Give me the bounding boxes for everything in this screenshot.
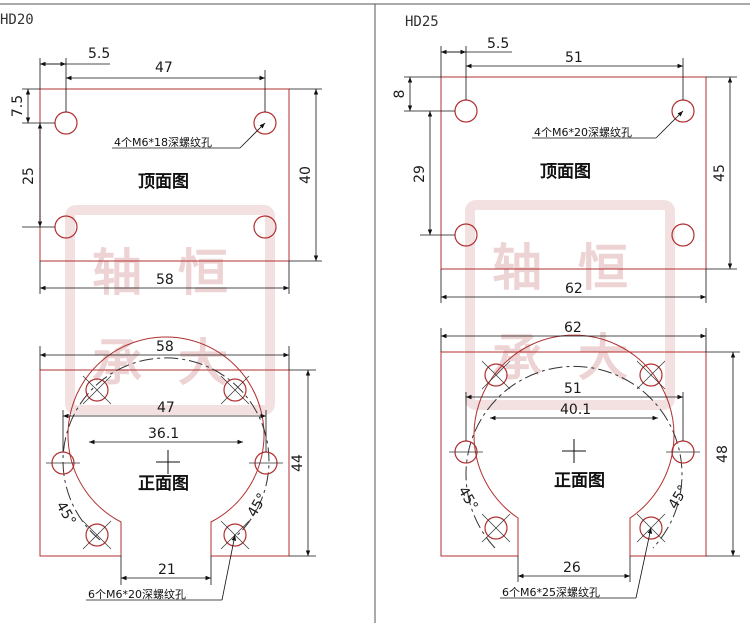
mount-hole <box>253 215 277 239</box>
front-view-label: 正面图 <box>554 471 605 491</box>
top-view-label: 顶面图 <box>138 172 189 192</box>
dim-front-bore: 40.1 <box>560 402 591 418</box>
dim-edge-offset-y: 8 <box>392 90 408 99</box>
dim-hole-spacing-y: 29 <box>412 165 428 183</box>
mount-hole <box>639 516 663 540</box>
mount-hole <box>223 523 247 547</box>
dim-edge-offset: 5.5 <box>487 36 509 52</box>
top-view-label: 顶面图 <box>540 162 591 182</box>
model-title: HD20 <box>0 12 34 28</box>
pitch-circle <box>62 357 270 541</box>
mount-hole <box>85 378 109 402</box>
top-hole-note: 4个M6*20深螺纹孔 <box>534 125 632 139</box>
dim-angle-left: 45° <box>455 484 481 514</box>
dim-front-height: 44 <box>290 454 306 472</box>
mount-hole <box>85 523 109 547</box>
dim-front-slot: 26 <box>563 560 581 576</box>
mount-hole <box>484 516 508 540</box>
dim-angle-right: 45° <box>666 482 692 512</box>
dim-edge-offset: 5.5 <box>88 46 110 62</box>
front-view-label: 正面图 <box>138 474 189 494</box>
dim-front-slot: 21 <box>158 562 176 578</box>
front-view-outline <box>39 336 290 557</box>
pitch-circle <box>465 365 683 549</box>
dim-front-width: 62 <box>564 320 582 336</box>
dim-angle-right: 45° <box>245 490 271 520</box>
watermark-char-4: 大 <box>578 328 628 387</box>
dim-front-bore: 36.1 <box>148 426 179 442</box>
front-hole-note: 6个M6*25深螺纹孔 <box>502 585 600 599</box>
dim-edge-offset-y: 7.5 <box>10 95 26 117</box>
mount-hole <box>484 363 508 387</box>
dim-height: 40 <box>298 166 314 184</box>
front-hole-note: 6个M6*20深螺纹孔 <box>88 587 186 601</box>
dim-angle-left: 45° <box>53 499 79 529</box>
dim-height: 45 <box>712 164 728 182</box>
top-view-outline <box>440 76 707 270</box>
dim-hole-spacing-y: 25 <box>21 167 37 185</box>
dim-hole-spacing-x: 51 <box>565 50 583 66</box>
dim-width: 62 <box>565 281 583 297</box>
watermark-char-1: 轴 <box>92 243 142 302</box>
dim-front-pcd: 51 <box>564 381 582 397</box>
model-title: HD25 <box>405 14 439 30</box>
watermark-char-2: 恒 <box>178 243 228 302</box>
top-hole-note: 4个M6*18深螺纹孔 <box>114 135 212 149</box>
watermark-char-2: 恒 <box>578 238 628 297</box>
mount-hole <box>454 99 478 123</box>
dim-hole-spacing-x: 47 <box>155 60 173 76</box>
mount-hole <box>639 363 663 387</box>
dim-front-width: 58 <box>156 339 174 355</box>
mount-hole <box>54 111 78 135</box>
watermark-char-4: 大 <box>178 333 228 392</box>
dim-front-pcd: 47 <box>157 400 175 416</box>
dim-width: 58 <box>156 272 174 288</box>
mount-hole <box>223 378 247 402</box>
top-view-hd20: 5.5 47 7.5 25 40 58 顶面图 4个M6*18深螺纹孔 <box>10 46 322 294</box>
dim-front-height: 48 <box>715 445 731 463</box>
top-view-hd25: 5.5 51 8 29 45 62 顶面图 4个M6*20深螺纹孔 <box>392 36 737 303</box>
watermark-char-1: 轴 <box>492 238 542 297</box>
front-view-hd20: 正面图 58 47 36.1 44 21 45° 45° 6个M6*20深螺纹孔 <box>39 336 316 601</box>
mount-hole <box>671 223 695 247</box>
